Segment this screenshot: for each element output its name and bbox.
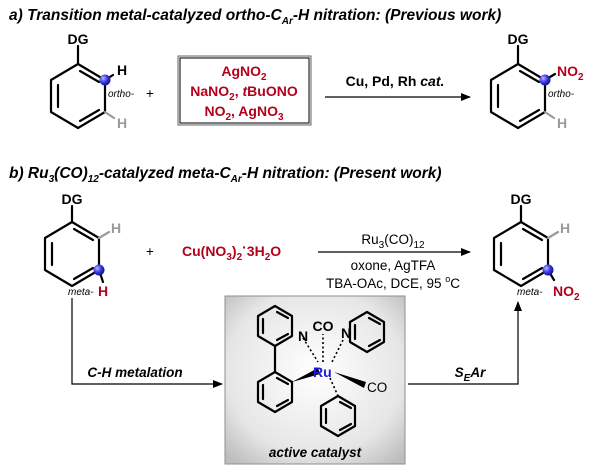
arene-meta-starting-material	[43, 204, 111, 288]
condition-additives: TBA-OAc, DCE, 95 oC	[326, 274, 460, 291]
plus-sign-a: +	[146, 86, 154, 101]
plus-sign-b: +	[146, 244, 154, 259]
section-a-header: a) Transition metal-catalyzed ortho-CAr-…	[9, 7, 501, 27]
condition-oxidant: oxone, AgTFA	[351, 258, 436, 273]
meta-label: meta-	[68, 287, 94, 298]
gray-h-label-a: H	[117, 115, 127, 131]
step-seAr: SEAr	[455, 365, 486, 384]
condition-ru-catalyst: Ru3(CO)12	[361, 232, 425, 251]
catalyst-n-right: N	[341, 325, 351, 341]
catalyst-label-a: Cu, Pd, Rh cat.	[346, 73, 445, 89]
reagent-no2-agno3: NO2, AgNO3	[204, 103, 283, 123]
section-b-header: b) Ru3(CO)12-catalyzed meta-CAr-H nitrat…	[9, 165, 442, 185]
electrophilic-substitution-arrow	[408, 301, 522, 385]
dg-label-b-product: DG	[511, 191, 532, 207]
meta-label-product: meta-	[517, 287, 543, 298]
catalyst-co-right: CO	[367, 380, 387, 395]
dg-label-a: DG	[68, 31, 89, 47]
gray-h-label-a-product: H	[557, 115, 567, 131]
catalyst-ru-label: Ru	[313, 364, 332, 380]
gray-h-label-b: H	[111, 220, 121, 236]
meta-h-label: H	[98, 283, 108, 299]
reagent-box	[177, 55, 312, 126]
ortho-label: ortho-	[108, 89, 135, 100]
reagent-agno2: AgNO2	[221, 63, 267, 83]
arene-ortho-starting-material	[49, 44, 116, 130]
active-catalyst-panel	[224, 295, 406, 465]
ortho-nitro-product	[489, 44, 557, 130]
catalyst-co-top: CO	[313, 318, 334, 334]
metalation-arrow	[71, 298, 223, 388]
meta-nitro-product	[492, 204, 560, 288]
catalyst-n-left: N	[298, 328, 308, 344]
reagent-nano2-tbuono: NaNO2, tBuONO	[190, 83, 298, 103]
no2-label-a: NO2	[557, 63, 584, 83]
dg-label-a-product: DG	[508, 31, 529, 47]
ortho-label-product: ortho-	[548, 89, 575, 100]
no2-label-b: NO2	[553, 283, 580, 303]
active-catalyst-caption: active catalyst	[269, 445, 362, 460]
gray-h-label-b-product: H	[560, 220, 570, 236]
ortho-h-label: H	[117, 62, 127, 78]
dg-label-b: DG	[62, 191, 83, 207]
step-ch-metalation: C-H metalation	[87, 365, 182, 380]
active-catalyst-structure	[256, 304, 386, 438]
reagent-copper-nitrate: Cu(NO3)2·3H2O	[182, 239, 281, 263]
